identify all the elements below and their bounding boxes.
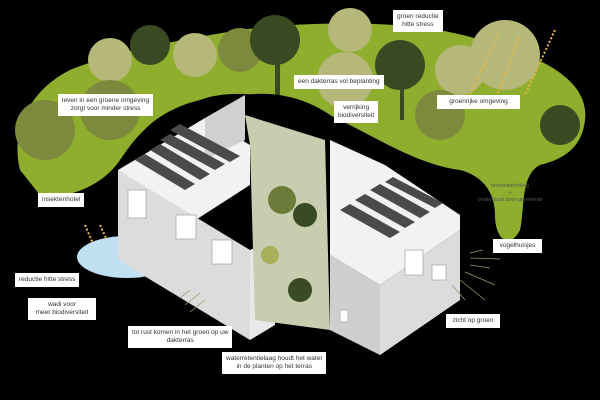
building-wall-left [118,170,250,340]
label-line: hitte stress [402,21,434,28]
building-wall-right-front [330,255,380,355]
label-line: tot rust komen in het groen op uw [132,329,229,336]
label-line: biodiversiteit [338,112,375,119]
label-line: dakterras [166,337,194,344]
label-insect-hotel: insektenhotel [38,193,85,207]
label-line: leven in een groene omgeving [62,97,150,104]
label-line: zorgt voor minder stress [70,105,141,112]
label-line: verrijking [343,104,370,111]
building-wall-right [380,230,460,355]
label-line: + [508,190,512,196]
label-green-surroundings: groenrijke omgeving [437,95,520,109]
courtyard-garden [245,115,330,330]
sight-lines [179,249,501,313]
label-line: in de planten op het terras [236,363,312,370]
label-line: onderhoud door gemeente [477,197,543,203]
label-birdhouses: vogelhuisjes [493,239,542,253]
label-green-view: zicht op groen [446,314,500,328]
label-line: terreininrichting [491,183,529,189]
label-line: meer biodiversiteit [35,309,89,316]
label-line: waterretentielaag houdt het water [226,355,323,362]
label-line: groen reductie [397,13,439,20]
solar-panels [135,124,443,238]
label-heat-reduction: reductie hitte stress [15,273,80,287]
windows [127,189,447,323]
label-municipality: terreininrichting+onderhoud door gemeent… [465,183,555,204]
label-roof-terrace: een dakterras vol beplanting [294,75,384,89]
label-line: wadi voor [48,301,76,308]
trees [15,8,580,160]
